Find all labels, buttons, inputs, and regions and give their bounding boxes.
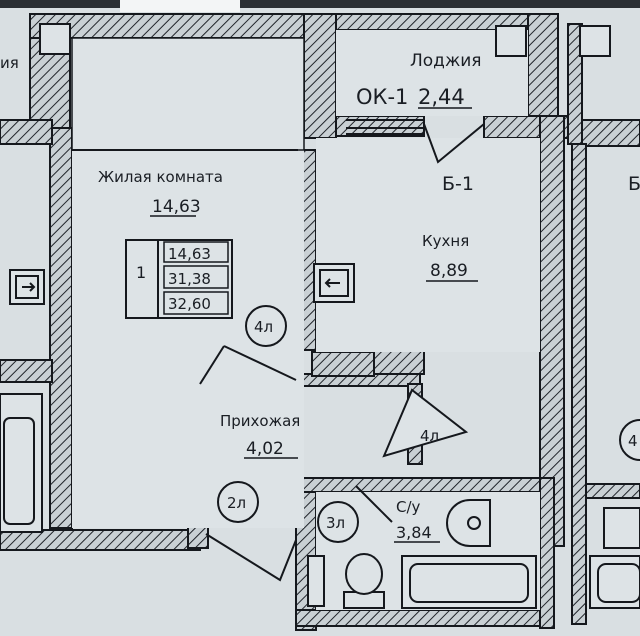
door-swing-icon [199, 345, 393, 582]
stamp-total-area: 31,38 [168, 270, 211, 288]
door-tag-entrance: 2л [227, 494, 246, 512]
bathroom-name: С/у [396, 498, 421, 516]
kitchen-code: Б-1 [442, 173, 474, 195]
kitchen-name: Кухня [422, 232, 469, 250]
top-edge [0, 0, 640, 8]
top-white-strip [120, 0, 240, 12]
door-tags: 4л 4л 2л 3л 4 [217, 305, 640, 543]
door-tag-bathroom: 3л [326, 514, 345, 532]
vent-duct-icon [9, 269, 45, 305]
loggia-window-code: ОК-1 [356, 85, 408, 109]
sink-icon [603, 507, 640, 549]
door-tag-living: 4л [254, 318, 273, 336]
column-markers [39, 23, 611, 57]
door-tag-neighbour: 4 [628, 432, 638, 450]
kitchen-code-right: Б [628, 173, 640, 195]
vent-duct-icon [313, 263, 355, 303]
bathroom-fixture-block [307, 555, 325, 607]
loggia-name: Лоджия [410, 51, 482, 71]
stamp-total-area-coef: 32,60 [168, 295, 211, 313]
left-cut-label: ия [0, 54, 19, 72]
bathtub-icon [401, 555, 537, 609]
bathroom-area: 3,84 [396, 523, 432, 542]
bathtub-icon [589, 555, 640, 609]
door-tag-kitchen: 4л [420, 427, 439, 445]
hallway-name: Прихожая [220, 412, 300, 430]
stamp-living-area: 14,63 [168, 245, 211, 263]
living-room-name: Жилая комната [98, 168, 223, 186]
loggia-window [346, 119, 485, 164]
area-stamp: 1 14,63 31,38 32,60 [125, 239, 233, 319]
sink-icon [446, 499, 491, 547]
toilet-icon [343, 553, 385, 609]
hallway-area: 4,02 [246, 439, 284, 459]
kitchen-area: 8,89 [430, 261, 468, 281]
room-fills [72, 30, 540, 610]
living-room-area: 14,63 [152, 197, 201, 217]
bathtub-icon [0, 393, 43, 533]
loggia-area: 2,44 [418, 85, 465, 109]
stamp-apartment-no: 1 [136, 263, 146, 282]
